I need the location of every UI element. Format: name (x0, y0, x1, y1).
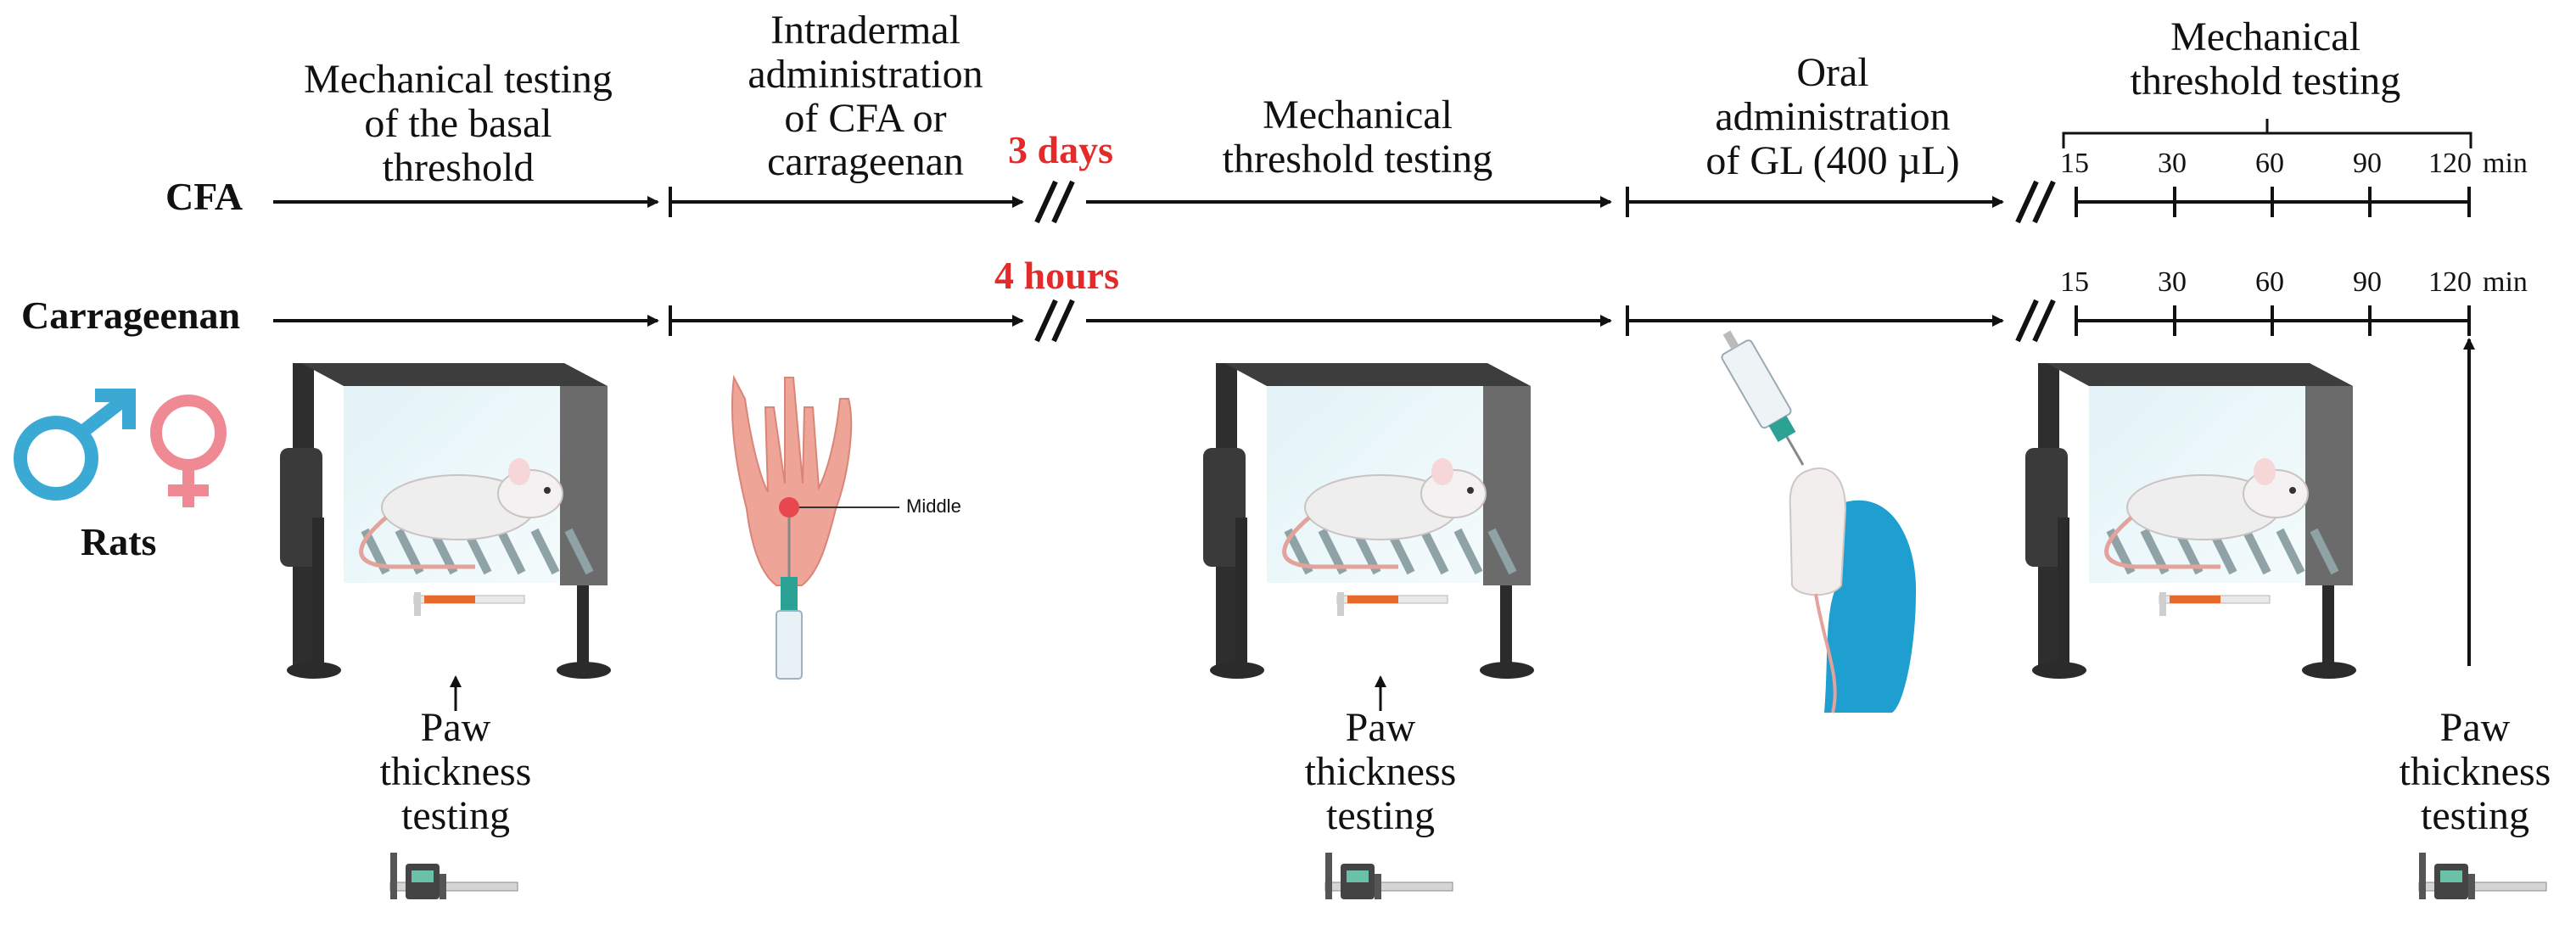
carrageenan-tick-60: 60 (2255, 266, 2284, 298)
female-symbol-icon (150, 395, 227, 507)
carrageenan-time-unit: min (2483, 266, 2528, 298)
carrageenan-row-label: Carrageenan (21, 294, 241, 337)
von-frey-chamber-icon (280, 363, 611, 679)
carrageenan-delay-label: 4 hours (994, 254, 1119, 297)
rat-paw-injection-icon (731, 374, 899, 680)
testing-window-bracket (2062, 119, 2472, 148)
paw-thickness-testing-3: Paw thickness testing (2399, 705, 2551, 838)
stage-threshold-testing-2: Mechanical threshold testing (2130, 14, 2401, 104)
cfa-tick-30: 30 (2158, 148, 2187, 179)
rats-label: Rats (81, 520, 157, 563)
carrageenan-timeline (273, 305, 2471, 336)
cfa-tick-15: 15 (2060, 148, 2089, 179)
cfa-tick-90: 90 (2353, 148, 2382, 179)
cfa-delay-label: 3 days (1008, 128, 1113, 171)
male-symbol-icon (14, 389, 136, 501)
injection-site-label: Middle (906, 495, 961, 517)
stage-basal-threshold: Mechanical testing of the basal threshol… (304, 57, 613, 190)
carrageenan-tick-90: 90 (2353, 266, 2382, 298)
paw-thickness-testing-2: Paw thickness testing (1304, 705, 1457, 838)
cfa-break-mark (1034, 180, 2056, 224)
carrageenan-break-mark (1034, 299, 2056, 343)
stage-threshold-testing-1: Mechanical threshold testing (1222, 92, 1493, 182)
carrageenan-tick-120: 120 (2428, 266, 2472, 298)
cfa-row-label: CFA (165, 175, 244, 218)
carrageenan-tick-30: 30 (2158, 266, 2187, 298)
stage-intradermal-injection: Intradermal administration of CFA or car… (748, 8, 983, 185)
cfa-tick-120: 120 (2428, 148, 2472, 179)
cfa-timeline (273, 187, 2471, 217)
stage-oral-administration: Oral administration of GL (400 µL) (1705, 50, 1960, 183)
cfa-tick-60: 60 (2255, 148, 2284, 179)
cfa-time-unit: min (2483, 148, 2528, 179)
oral-gavage-icon (1721, 330, 1917, 714)
caliper-icon (389, 853, 518, 899)
carrageenan-tick-15: 15 (2060, 266, 2089, 298)
paw-thickness-testing-1: Paw thickness testing (379, 705, 532, 838)
